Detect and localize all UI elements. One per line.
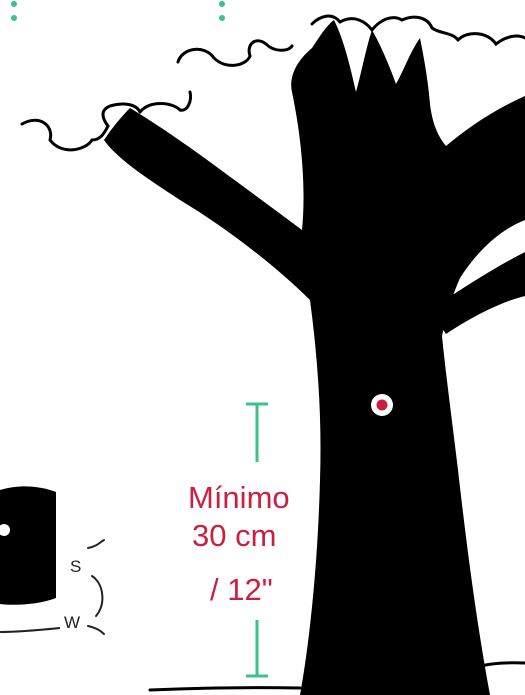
measurement-label-line1: Mínimo [188,482,290,513]
tree-silhouette [104,20,525,695]
measurement-label-line3: / 12" [210,574,273,605]
canopy-outline [22,16,525,150]
small-stump [0,486,104,634]
trunk-marker [371,394,393,416]
measurement-label-line2: 30 cm [192,520,276,551]
small-tree-label-w: W [64,614,80,631]
top-guide-marks [11,1,225,21]
small-tree-label-s: S [70,558,81,575]
